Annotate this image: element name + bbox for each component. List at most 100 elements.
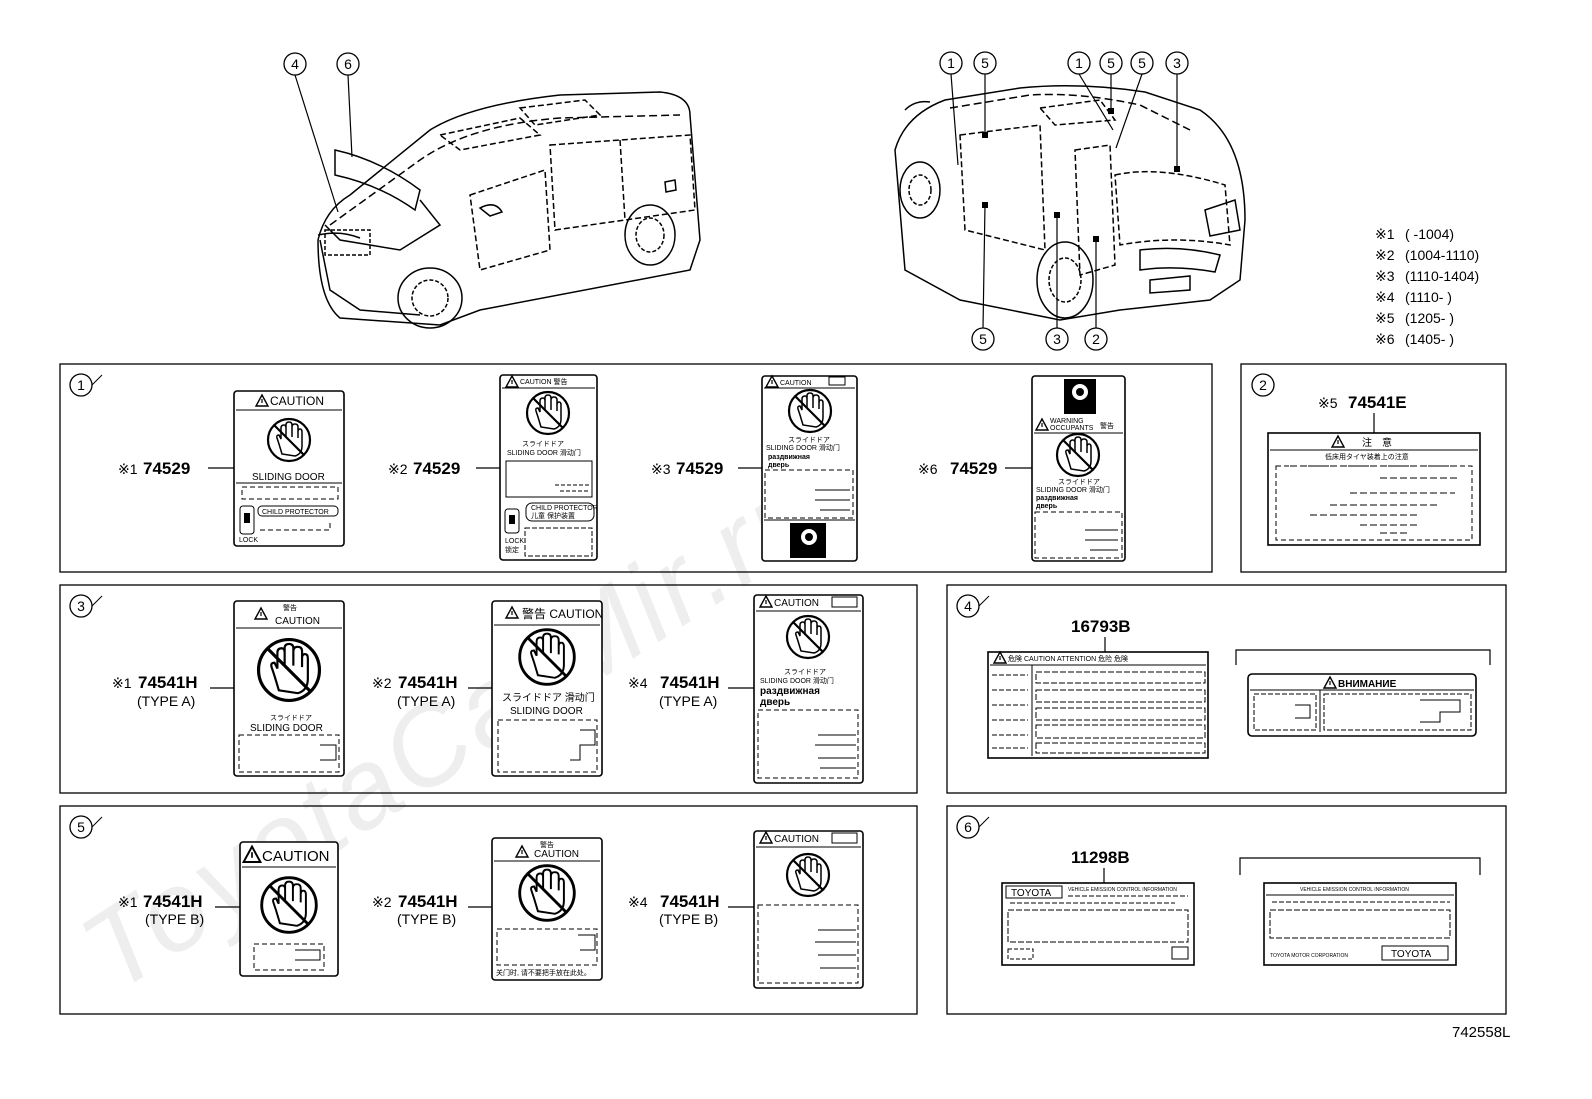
svg-text:警告: 警告	[1100, 421, 1114, 430]
legend-item: ※6(1405- )	[1375, 331, 1454, 347]
callout-rear-2: 2	[1084, 236, 1108, 351]
legend-item: ※2(1004-1110)	[1375, 247, 1479, 263]
svg-text:SLIDING DOOR 滑动门: SLIDING DOOR 滑动门	[1036, 485, 1110, 494]
svg-text:3: 3	[1173, 55, 1181, 71]
svg-text:(1205- ): (1205- )	[1405, 310, 1454, 326]
svg-text:дверь: дверь	[1036, 503, 1058, 510]
svg-text:(TYPE B): (TYPE B)	[145, 911, 204, 927]
svg-text:VEHICLE EMISSION CONTROL INFOR: VEHICLE EMISSION CONTROL INFORMATION	[1068, 887, 1177, 893]
svg-text:CAUTION: CAUTION	[270, 394, 324, 408]
label-74529-v3: ※3 74529 CAUTION スライドドア SLIDING DOOR 滑动门…	[651, 375, 858, 562]
label-11298B: 11298B TOYOTA VEHICLE EMISSION CONTROL I…	[1001, 848, 1481, 966]
svg-text:TOYOTA: TOYOTA	[1391, 949, 1432, 960]
svg-text:CAUTION: CAUTION	[534, 849, 579, 860]
callout-rear-5a: 5	[973, 51, 997, 138]
svg-text:注 意: 注 意	[1362, 436, 1392, 449]
section-number: 6	[964, 819, 972, 835]
svg-text:VEHICLE EMISSION CONTROL INFOR: VEHICLE EMISSION CONTROL INFORMATION	[1300, 887, 1409, 893]
svg-text:CAUTION: CAUTION	[774, 834, 819, 845]
section-number: 5	[77, 819, 85, 835]
svg-text:1: 1	[1075, 55, 1083, 71]
svg-text:2: 2	[1092, 331, 1100, 347]
callout-rear-3a: 3	[1165, 51, 1189, 172]
svg-text:74529: 74529	[413, 459, 460, 478]
svg-text:5: 5	[1138, 55, 1146, 71]
label-74541H-typeA-1: ※1 74541H (TYPE A) 警告 CAUTION スライドドア SLI…	[112, 600, 345, 777]
svg-text:раздвижная: раздвижная	[1036, 495, 1078, 502]
svg-text:※2: ※2	[388, 461, 408, 477]
label-74529-v2: ※2 74529 CAUTION 警告 スライドドア SLIDING DOOR …	[388, 374, 598, 561]
svg-text:(1405- ): (1405- )	[1405, 331, 1454, 347]
svg-text:スライドドア: スライドドア	[788, 436, 830, 444]
svg-text:SLIDING DOOR 滑动门: SLIDING DOOR 滑动门	[766, 443, 840, 452]
svg-text:スライドドア: スライドドア	[1058, 478, 1100, 486]
svg-text:(1110- ): (1110- )	[1405, 289, 1452, 305]
svg-text:※2: ※2	[372, 675, 392, 691]
svg-text:锁定: 锁定	[505, 545, 519, 554]
legend-item: ※3 (1110-1404)	[1375, 268, 1479, 284]
svg-text:3: 3	[1053, 331, 1061, 347]
svg-text:SLIDING DOOR: SLIDING DOOR	[510, 706, 583, 717]
svg-text:※1: ※1	[118, 894, 138, 910]
callout-front-4: 4	[283, 52, 339, 213]
svg-text:低床用タイヤ装着上の注意: 低床用タイヤ装着上の注意	[1325, 452, 1409, 461]
section-number: 4	[964, 598, 972, 614]
legend-item: ※4(1110- )	[1375, 289, 1452, 305]
svg-text:дверь: дверь	[768, 462, 790, 469]
section-number: 3	[77, 598, 85, 614]
watermark: ToyotaCarMir.ru	[60, 445, 845, 1015]
svg-text:儿童 保护装置: 儿童 保护装置	[531, 511, 575, 520]
svg-text:CHILD PROTECTOR: CHILD PROTECTOR	[531, 505, 598, 512]
svg-text:WARNING: WARNING	[1050, 418, 1084, 425]
svg-text:1: 1	[947, 55, 955, 71]
callout-rear-1a: 1	[939, 51, 963, 166]
svg-text:※1: ※1	[118, 461, 138, 477]
svg-text:スライドドア: スライドドア	[270, 714, 312, 722]
svg-text:※1: ※1	[1375, 226, 1395, 242]
svg-text:※3: ※3	[1375, 268, 1395, 284]
svg-text:16793B: 16793B	[1071, 617, 1131, 636]
svg-text:74541H: 74541H	[143, 892, 203, 911]
svg-text:スライドドア: スライドドア	[522, 440, 564, 448]
svg-text:警告 CAUTION: 警告 CAUTION	[522, 606, 603, 621]
section-number: 1	[77, 377, 85, 393]
label-74541H-typeB-2: ※2 74541H (TYPE B) 警告 CAUTION 关门时, 请不要把手…	[372, 837, 603, 981]
svg-text:74529: 74529	[950, 459, 997, 478]
svg-text:(1110-1404): (1110-1404)	[1405, 268, 1479, 284]
svg-text:※6: ※6	[918, 461, 938, 477]
svg-text:5: 5	[981, 55, 989, 71]
svg-text:※5: ※5	[1375, 310, 1395, 326]
label-74529-v1: ※1 74529 CAUTION SLIDING DOOR CHILD PROT…	[118, 390, 345, 547]
svg-text:4: 4	[291, 56, 299, 72]
svg-text:※1: ※1	[112, 675, 132, 691]
svg-text:SLIDING DOOR 滑动门: SLIDING DOOR 滑动门	[507, 448, 581, 457]
svg-text:※2: ※2	[372, 894, 392, 910]
section-5: 5 ※1 74541H (TYPE B) CAUTION ※2 74541H (…	[59, 805, 918, 1015]
section-3: 3 ※1 74541H (TYPE A) 警告 CAUTION スライドドア S…	[59, 584, 918, 794]
svg-text:TOYOTA MOTOR CORPORATION: TOYOTA MOTOR CORPORATION	[1270, 953, 1348, 959]
section-4: 4 16793B 危険 CAUTION ATTENTION 危险 危険 ВНИМ…	[946, 584, 1507, 794]
label-74529-v6: ※6 74529 WARNING OCCUPANTS 警告 スライドドア SLI…	[918, 375, 1126, 562]
svg-text:CAUTION 警告: CAUTION 警告	[520, 377, 567, 386]
svg-text:スライドドア: スライドドア	[784, 668, 826, 676]
svg-text:(TYPE A): (TYPE A)	[137, 693, 195, 709]
svg-text:(TYPE A): (TYPE A)	[397, 693, 455, 709]
svg-text:74541H: 74541H	[660, 673, 720, 692]
svg-text:74529: 74529	[676, 459, 723, 478]
svg-text:※4: ※4	[628, 675, 648, 691]
label-74541H-typeB-1: ※1 74541H (TYPE B) CAUTION	[118, 841, 339, 977]
svg-text:LOCK: LOCK	[505, 538, 524, 545]
callout-front-6: 6	[336, 52, 360, 158]
svg-text:スライドドア 滑动门: スライドドア 滑动门	[502, 691, 595, 704]
legend-item: ※1( -1004)	[1375, 226, 1454, 242]
label-74541H-typeA-2: ※2 74541H (TYPE A) 警告 CAUTION スライドドア 滑动门…	[372, 600, 603, 777]
svg-text:74541H: 74541H	[660, 892, 720, 911]
svg-text:TOYOTA: TOYOTA	[1011, 888, 1052, 899]
svg-text:※4: ※4	[628, 894, 648, 910]
svg-text:危険 CAUTION ATTENTION 危险 危険: 危険 CAUTION ATTENTION 危险 危険	[1008, 654, 1128, 663]
svg-text:5: 5	[979, 331, 987, 347]
callout-rear-3b: 3	[1045, 212, 1069, 351]
svg-text:74541E: 74541E	[1348, 393, 1407, 412]
svg-text:(TYPE A): (TYPE A)	[659, 693, 717, 709]
label-74541H-typeA-4: ※4 74541H (TYPE A) CAUTION スライドドア SLIDIN…	[628, 594, 864, 784]
